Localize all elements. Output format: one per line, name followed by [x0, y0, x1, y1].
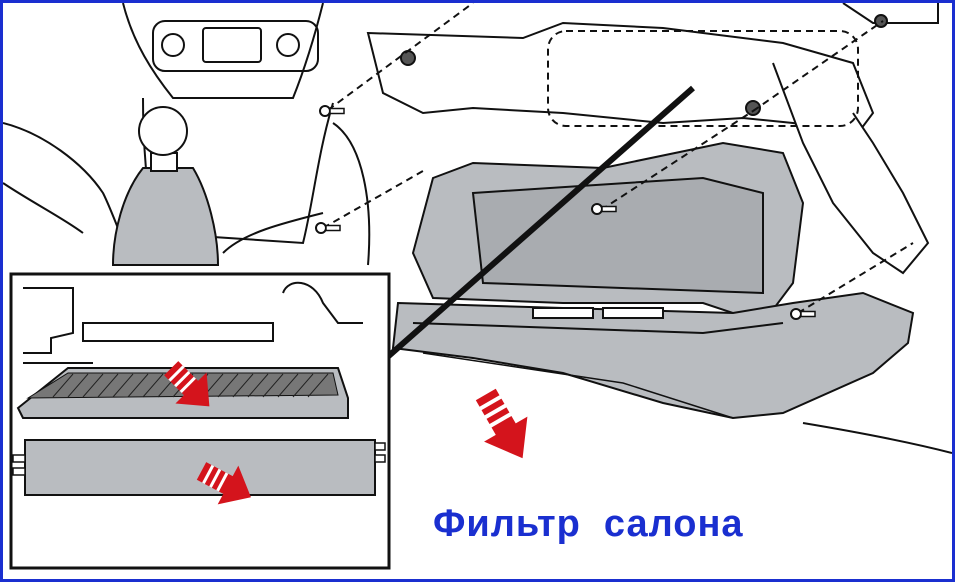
illustration [3, 3, 952, 570]
bolt-leader-lines [322, 3, 914, 314]
caption-cabin-filter: Фильтр салона [433, 503, 744, 545]
pointer-line [381, 85, 695, 364]
red-striped-down-arrow [474, 387, 529, 460]
gear-shifter [111, 106, 220, 266]
glove-box [391, 141, 915, 420]
filter-inset [9, 272, 391, 570]
upper-bracket [366, 3, 939, 275]
